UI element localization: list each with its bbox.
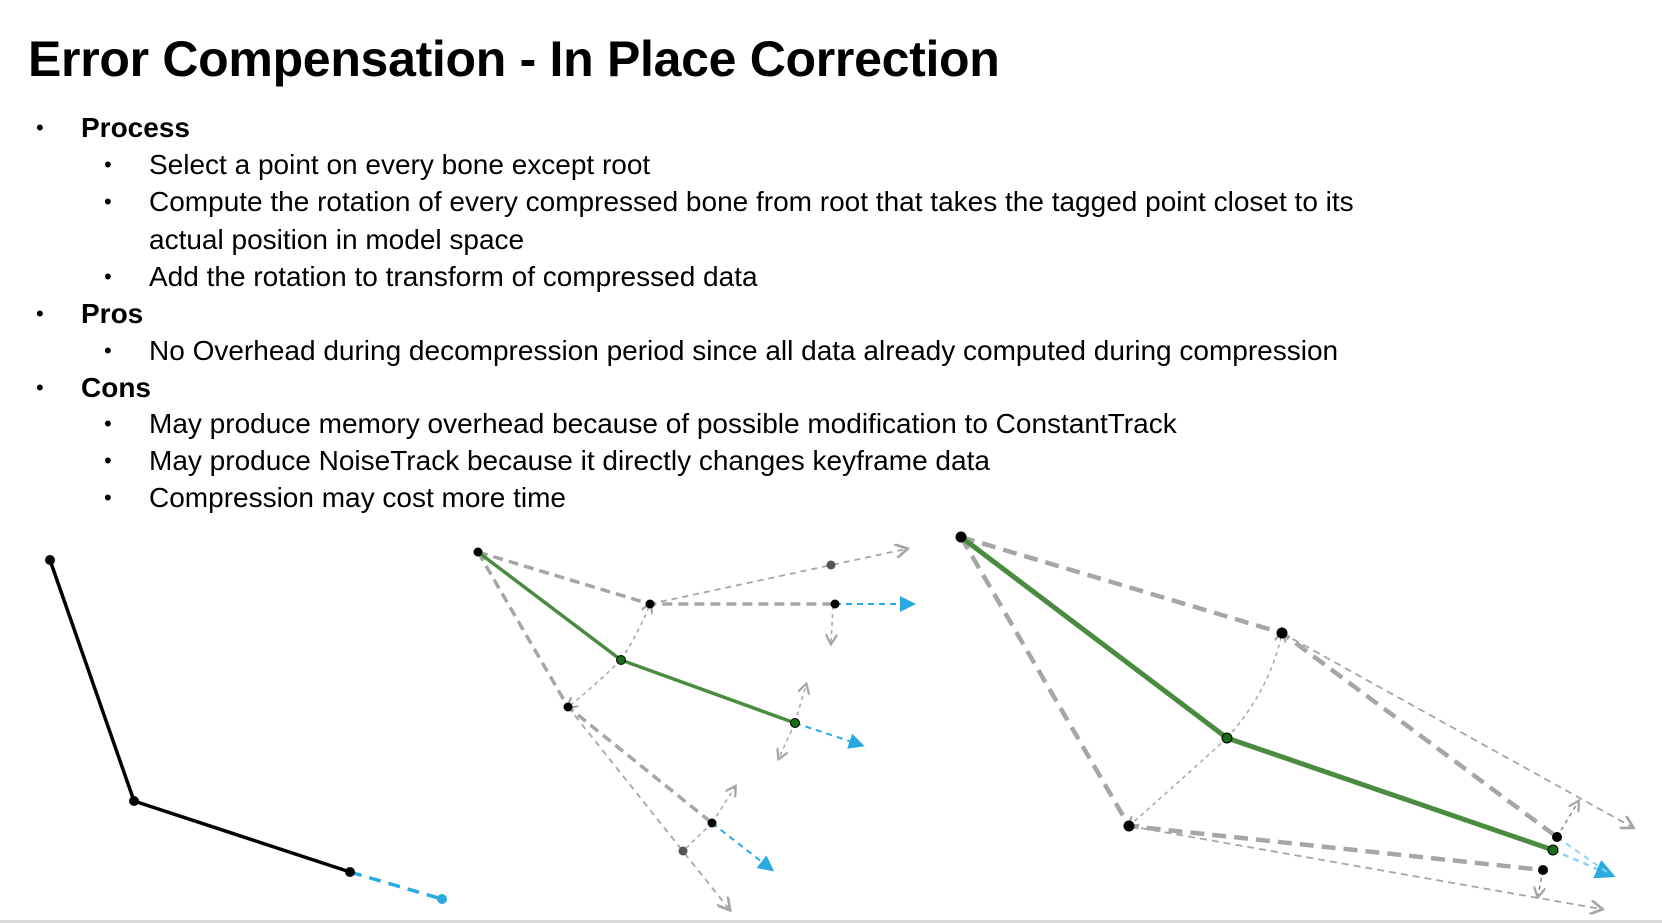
section-heading-pros: Pros [81, 298, 144, 329]
bullet: • [36, 375, 44, 400]
process-item-continuation: actual position in model space [149, 224, 525, 255]
cons-item: Compression may cost more time [149, 482, 567, 513]
bullet: • [36, 115, 44, 140]
bullet: • [104, 485, 112, 510]
bullet: • [36, 301, 44, 326]
cons-item: May produce memory overhead because of p… [149, 408, 1177, 439]
bullet: • [104, 338, 112, 363]
process-item: Add the rotation to transform of compres… [149, 261, 758, 292]
cons-item: May produce NoiseTrack because it direct… [149, 445, 990, 476]
section-heading-process: Process [81, 112, 190, 143]
bullet: • [104, 264, 112, 289]
slide-bottom-border [0, 920, 1662, 923]
bullet: • [104, 152, 112, 177]
process-item: Compute the rotation of every compressed… [149, 186, 1354, 217]
section-heading-cons: Cons [81, 372, 151, 403]
bullet: • [104, 411, 112, 436]
pros-item: No Overhead during decompression period … [149, 335, 1339, 366]
correction-diagram-step1 [473, 548, 916, 910]
slide-title: Error Compensation - In Place Correction [28, 31, 1000, 87]
original-bone-chain [45, 555, 447, 904]
bullet: • [104, 448, 112, 473]
correction-diagram-step2 [955, 531, 1633, 910]
bullet: • [104, 189, 112, 214]
process-item: Select a point on every bone except root [149, 149, 651, 180]
